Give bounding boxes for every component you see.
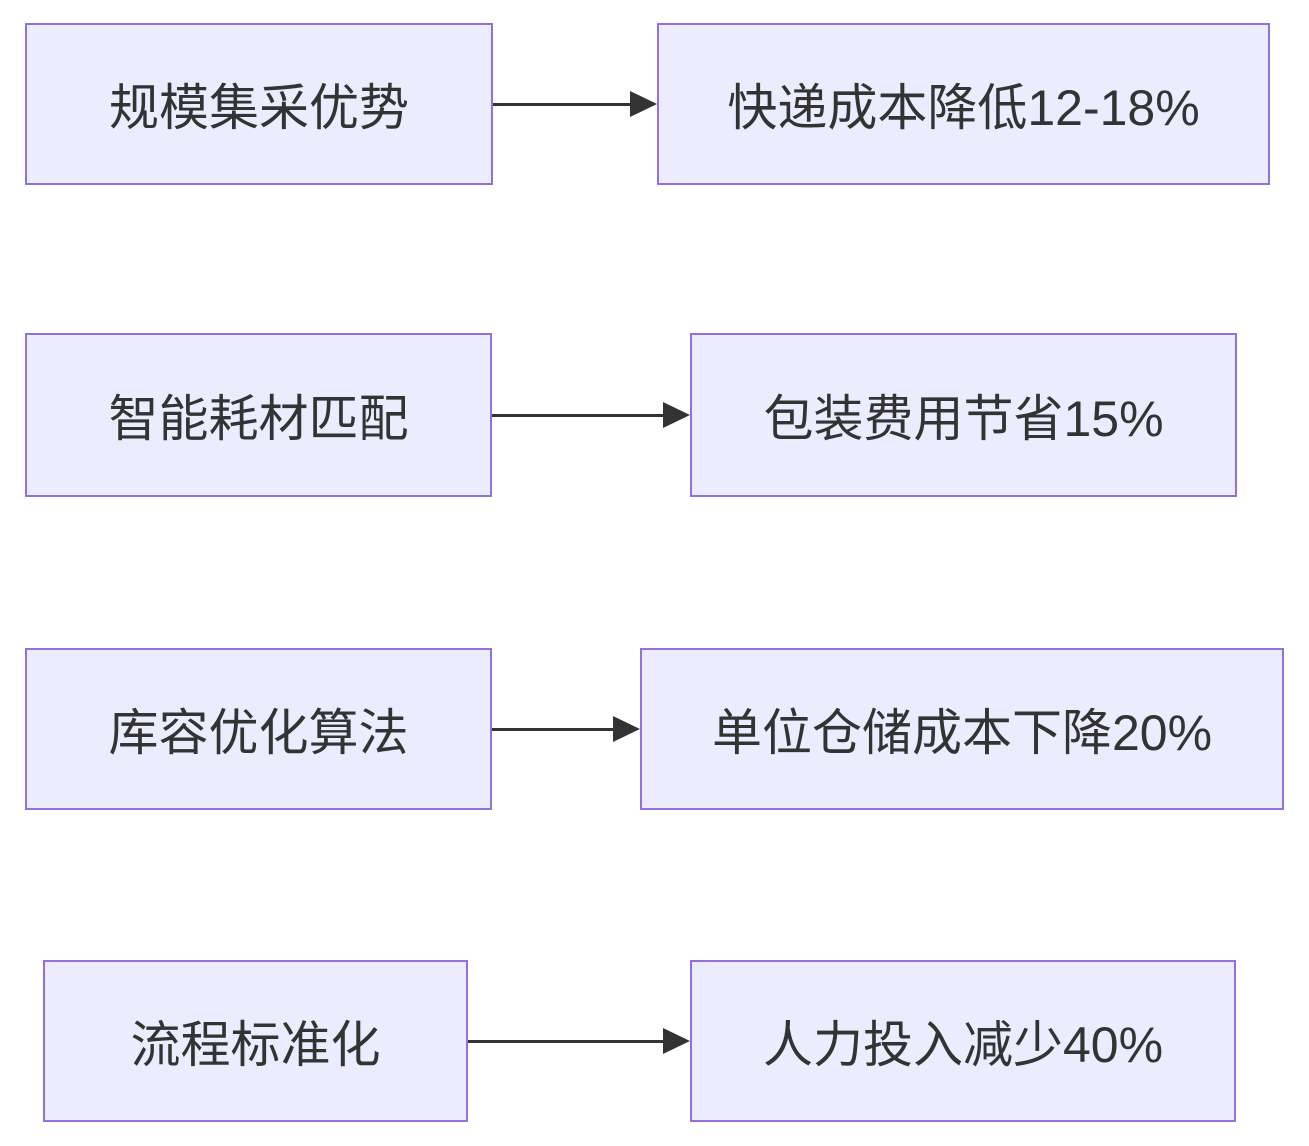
target-node-4: 人力投入减少40% [690, 960, 1236, 1122]
arrow-shaft [468, 1039, 664, 1043]
arrow-shaft [493, 102, 631, 106]
arrowhead-icon [630, 91, 657, 117]
source-node-4: 流程标准化 [43, 960, 468, 1122]
arrowhead-icon [663, 402, 690, 428]
arrow-4 [468, 1027, 690, 1055]
arrow-shaft [492, 413, 664, 417]
source-node-3: 库容优化算法 [25, 648, 492, 810]
target-node-3: 单位仓储成本下降20% [640, 648, 1284, 810]
arrow-2 [492, 401, 690, 429]
arrow-3 [492, 715, 640, 743]
source-node-2: 智能耗材匹配 [25, 333, 492, 497]
target-node-2: 包装费用节省15% [690, 333, 1237, 497]
arrowhead-icon [663, 1028, 690, 1054]
arrow-shaft [492, 727, 614, 731]
target-node-1: 快递成本降低12-18% [657, 23, 1270, 185]
source-node-1: 规模集采优势 [25, 23, 493, 185]
arrowhead-icon [613, 716, 640, 742]
arrow-1 [493, 90, 657, 118]
